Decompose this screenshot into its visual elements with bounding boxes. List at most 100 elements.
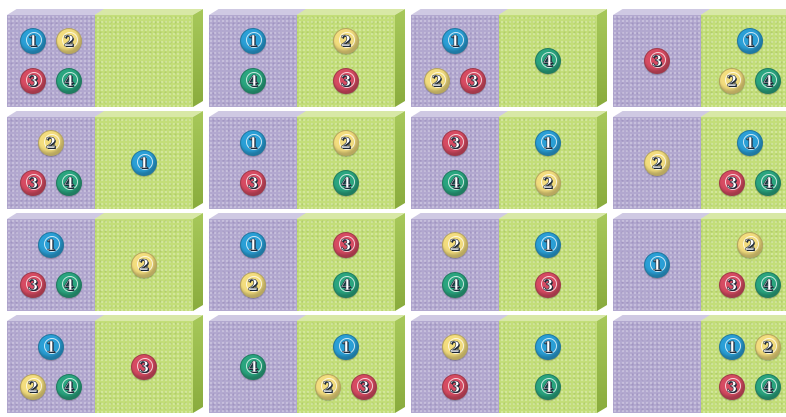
- ball-number: 1: [28, 32, 38, 50]
- ball-number: 3: [727, 276, 737, 294]
- ball-number: 2: [652, 154, 662, 172]
- ball-3: 3: [333, 68, 359, 94]
- ball-number: 4: [64, 378, 74, 396]
- ball-2: 2: [644, 150, 670, 176]
- right-half: 3: [95, 321, 193, 413]
- ball-number: 1: [248, 134, 258, 152]
- ball-3: 3: [719, 170, 745, 196]
- ball-3: 3: [442, 374, 468, 400]
- ball-number: 2: [139, 256, 149, 274]
- ball-number: 1: [248, 236, 258, 254]
- ball-number: 3: [450, 378, 460, 396]
- block-side-face: [395, 9, 405, 107]
- ball-number: 2: [323, 378, 333, 396]
- ball-number: 3: [727, 174, 737, 192]
- block-side-face: [395, 213, 405, 311]
- ball-1: 1: [719, 334, 745, 360]
- ball-number: 2: [727, 72, 737, 90]
- ball-4: 4: [240, 68, 266, 94]
- ball-4: 4: [535, 48, 561, 74]
- ball-number: 4: [763, 378, 773, 396]
- ball-2: 2: [424, 68, 450, 94]
- ball-2: 2: [737, 232, 763, 258]
- ball-3: 3: [131, 354, 157, 380]
- ball-2: 2: [240, 272, 266, 298]
- ball-1: 1: [535, 334, 561, 360]
- ball-3: 3: [719, 374, 745, 400]
- left-half: 2: [613, 117, 701, 209]
- ball-number: 4: [763, 174, 773, 192]
- ball-number: 3: [139, 358, 149, 376]
- left-half: 3: [613, 15, 701, 107]
- right-half: [95, 15, 193, 107]
- ball-4: 4: [56, 170, 82, 196]
- ball-1: 1: [737, 28, 763, 54]
- ball-1: 1: [333, 334, 359, 360]
- ball-1: 1: [240, 28, 266, 54]
- ball-2: 2: [56, 28, 82, 54]
- ball-number: 1: [652, 256, 662, 274]
- ball-3: 3: [719, 272, 745, 298]
- left-half: 1: [613, 219, 701, 311]
- ball-number: 2: [28, 378, 38, 396]
- ball-4: 4: [535, 374, 561, 400]
- ball-number: 3: [28, 276, 38, 294]
- ball-number: 4: [450, 276, 460, 294]
- ball-number: 3: [28, 174, 38, 192]
- ball-1: 1: [535, 232, 561, 258]
- ball-2: 2: [333, 130, 359, 156]
- ball-1: 1: [240, 130, 266, 156]
- ball-3: 3: [442, 130, 468, 156]
- ball-number: 4: [763, 276, 773, 294]
- ball-number: 1: [745, 32, 755, 50]
- block-side-face: [193, 315, 203, 413]
- ball-number: 1: [248, 32, 258, 50]
- ball-3: 3: [351, 374, 377, 400]
- ball-2: 2: [38, 130, 64, 156]
- ball-number: 2: [543, 174, 553, 192]
- ball-3: 3: [20, 272, 46, 298]
- ball-number: 1: [727, 338, 737, 356]
- left-half: [613, 321, 701, 413]
- block-side-face: [395, 315, 405, 413]
- ball-number: 4: [64, 72, 74, 90]
- ball-2: 2: [20, 374, 46, 400]
- ball-2: 2: [131, 252, 157, 278]
- left-half: 4: [209, 321, 297, 413]
- ball-number: 1: [543, 338, 553, 356]
- ball-number: 2: [432, 72, 442, 90]
- block-side-face: [193, 9, 203, 107]
- ball-3: 3: [20, 68, 46, 94]
- ball-number: 1: [543, 236, 553, 254]
